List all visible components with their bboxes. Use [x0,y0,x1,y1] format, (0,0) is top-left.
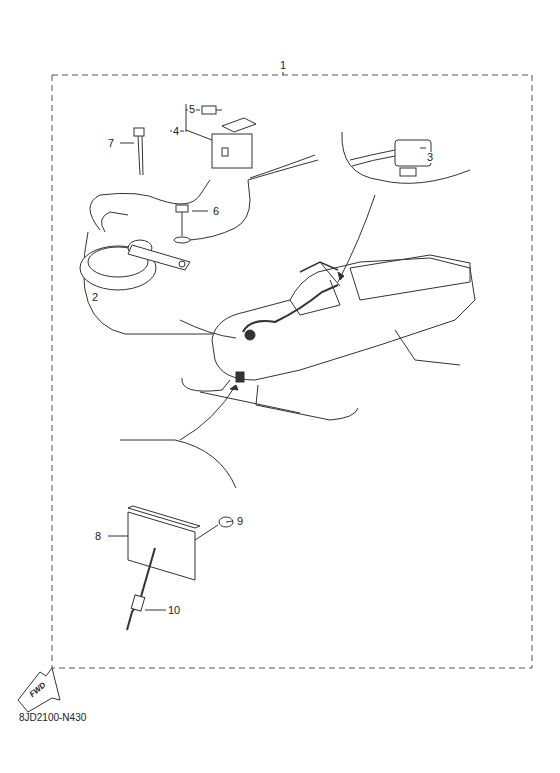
callout-number: 1 [279,60,287,71]
callout-number: 10 [167,605,181,616]
drawing-code: 8JD2100-N430 [18,713,87,723]
callout-number: 6 [212,206,220,217]
callout-number: 5 [188,104,196,115]
callout-number: 4 [172,126,180,137]
callout-number: 9 [236,516,244,527]
callout-number: 7 [107,138,115,149]
callout-number: 2 [91,292,99,303]
callout-number: 8 [94,531,102,542]
callout-number: 3 [426,152,434,163]
